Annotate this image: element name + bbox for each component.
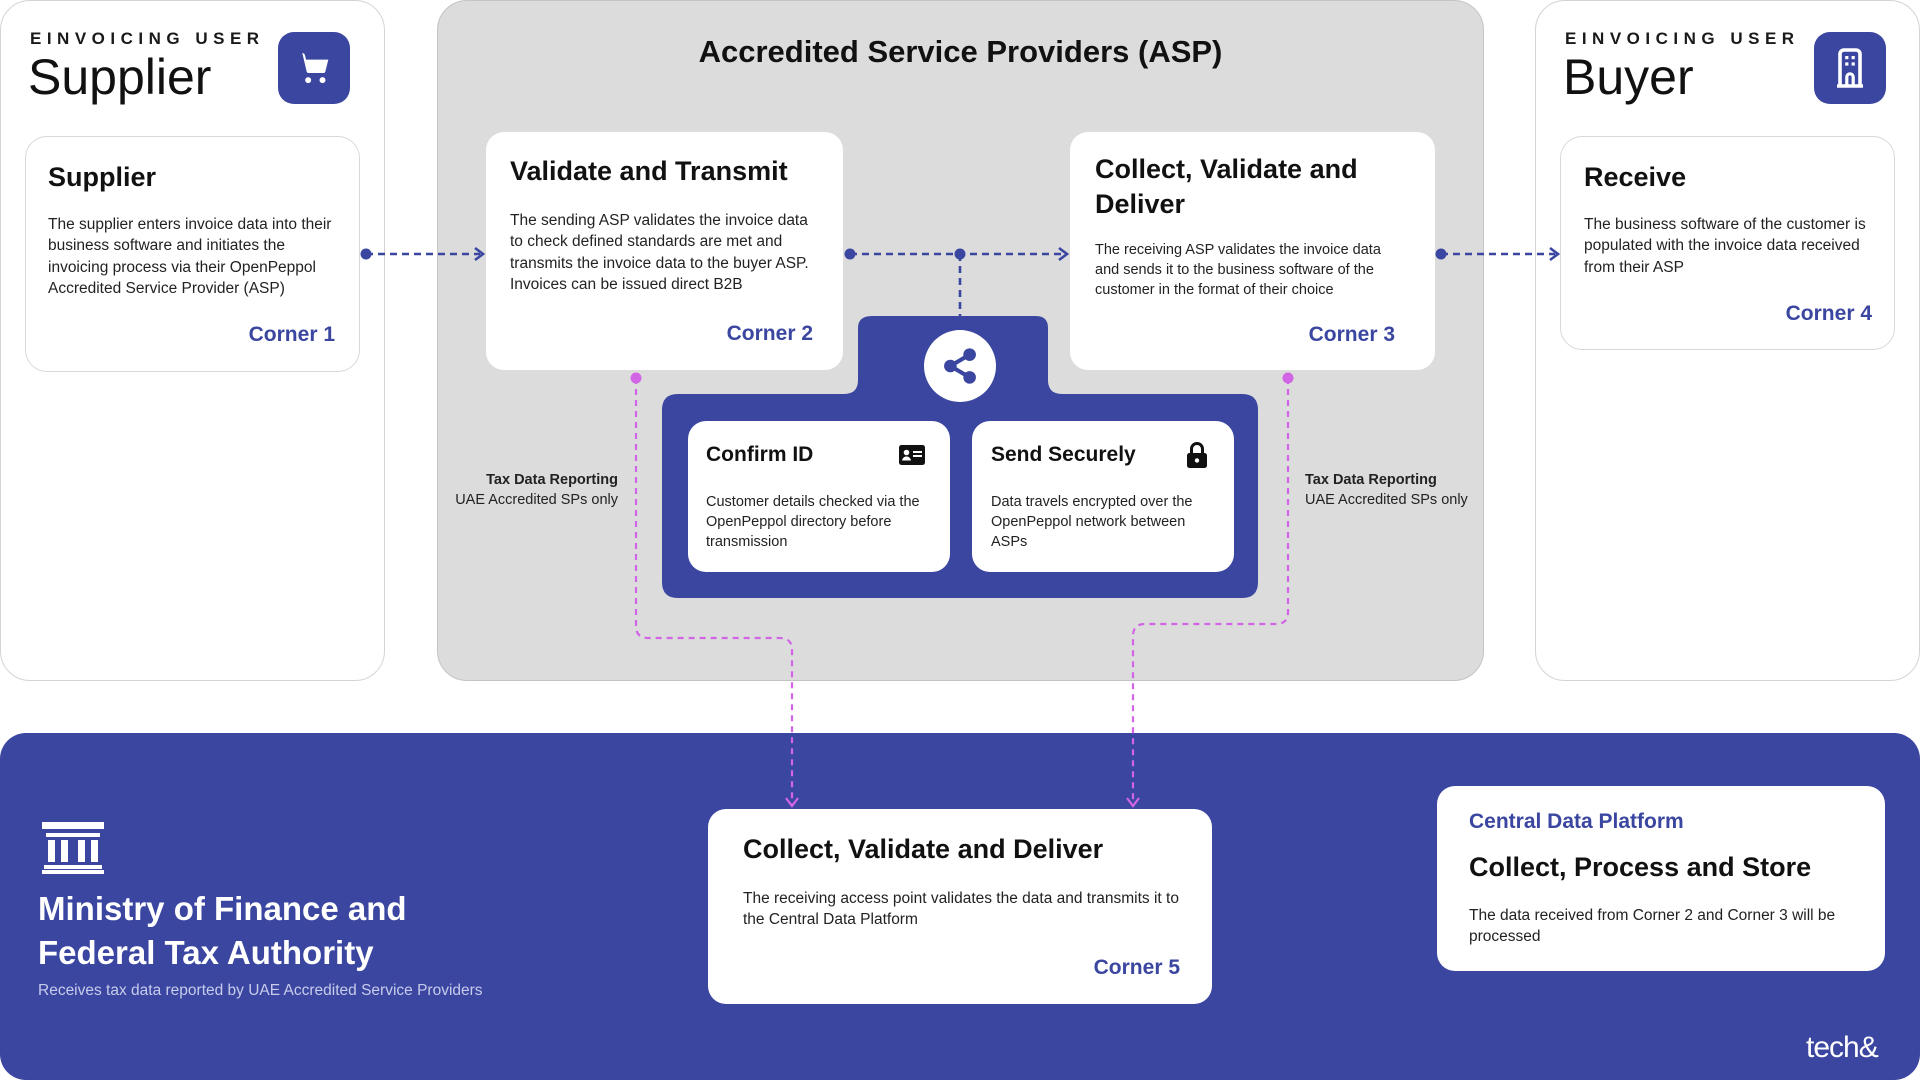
- building-icon: [1814, 32, 1886, 104]
- authority-title: Ministry of Finance and Federal Tax Auth…: [38, 887, 407, 975]
- corner5-label: Corner 5: [1093, 956, 1180, 979]
- receive-card-title: Receive: [1584, 162, 1687, 192]
- reporting-right-sub: UAE Accredited SPs only: [1305, 492, 1468, 508]
- corner5-body: The receiving access point validates the…: [743, 890, 1179, 929]
- confirm-id-body: Customer details checked via the OpenPep…: [706, 494, 920, 550]
- supplier-card: [25, 136, 360, 372]
- tech-and-logo: tech&: [1806, 1031, 1879, 1064]
- share-icon: [924, 330, 996, 402]
- asp-panel-title: Accredited Service Providers (ASP): [698, 34, 1223, 69]
- government-building-icon: [42, 822, 104, 874]
- buyer-name: Buyer: [1563, 49, 1694, 105]
- buyer-eyebrow: EINVOICING USER: [1565, 29, 1800, 48]
- receive-card: [1560, 136, 1895, 350]
- cdp-title: Collect, Process and Store: [1469, 852, 1812, 882]
- reporting-line-right: [1131, 378, 1290, 804]
- reporting-line-left: [634, 378, 794, 804]
- send-securely-body: Data travels encrypted over the OpenPepp…: [991, 494, 1193, 550]
- supplier-eyebrow: EINVOICING USER: [30, 29, 265, 48]
- supplier-card-title: Supplier: [48, 162, 157, 192]
- validate-transmit-title: Validate and Transmit: [510, 156, 788, 186]
- confirm-id-title: Confirm ID: [706, 443, 814, 466]
- corner5-title: Collect, Validate and Deliver: [743, 834, 1104, 864]
- supplier-name: Supplier: [28, 49, 212, 105]
- authority-title-line1: Ministry of Finance and: [38, 890, 407, 927]
- collect-deliver-body: The receiving ASP validates the invoice …: [1095, 242, 1381, 298]
- receive-card-body: The business software of the customer is…: [1584, 216, 1866, 276]
- authority-title-line2: Federal Tax Authority: [38, 934, 374, 972]
- corner5-card: [708, 809, 1212, 1004]
- reporting-left-sub: UAE Accredited SPs only: [455, 492, 618, 508]
- collect-deliver-title: Collect, Validate and Deliver: [1095, 154, 1358, 220]
- cdp-eyebrow: Central Data Platform: [1469, 810, 1684, 833]
- lock-icon: [1186, 441, 1208, 469]
- validate-transmit-corner: Corner 2: [726, 322, 813, 345]
- supplier-card-body: The supplier enters invoice data into th…: [48, 216, 332, 298]
- reporting-left-title: Tax Data Reporting: [486, 472, 618, 488]
- receive-corner-label: Corner 4: [1785, 302, 1872, 325]
- collect-deliver-card: [1070, 132, 1435, 370]
- reporting-label-left: Tax Data Reporting UAE Accredited SPs on…: [430, 470, 618, 510]
- supplier-corner-label: Corner 1: [248, 323, 335, 346]
- send-securely-card: [972, 421, 1234, 572]
- reporting-right-title: Tax Data Reporting: [1305, 472, 1437, 488]
- authority-subtitle: Receives tax data reported by UAE Accred…: [38, 982, 483, 999]
- reporting-label-right: Tax Data Reporting UAE Accredited SPs on…: [1305, 470, 1505, 510]
- validate-transmit-body: The sending ASP validates the invoice da…: [510, 212, 809, 294]
- id-card-icon: [899, 445, 925, 465]
- send-securely-title: Send Securely: [991, 443, 1136, 466]
- validate-transmit-card: [486, 132, 843, 370]
- shopping-cart-icon: [278, 32, 350, 104]
- cdp-card: [1437, 786, 1885, 971]
- collect-deliver-corner: Corner 3: [1308, 323, 1395, 346]
- cdp-body: The data received from Corner 2 and Corn…: [1469, 907, 1836, 946]
